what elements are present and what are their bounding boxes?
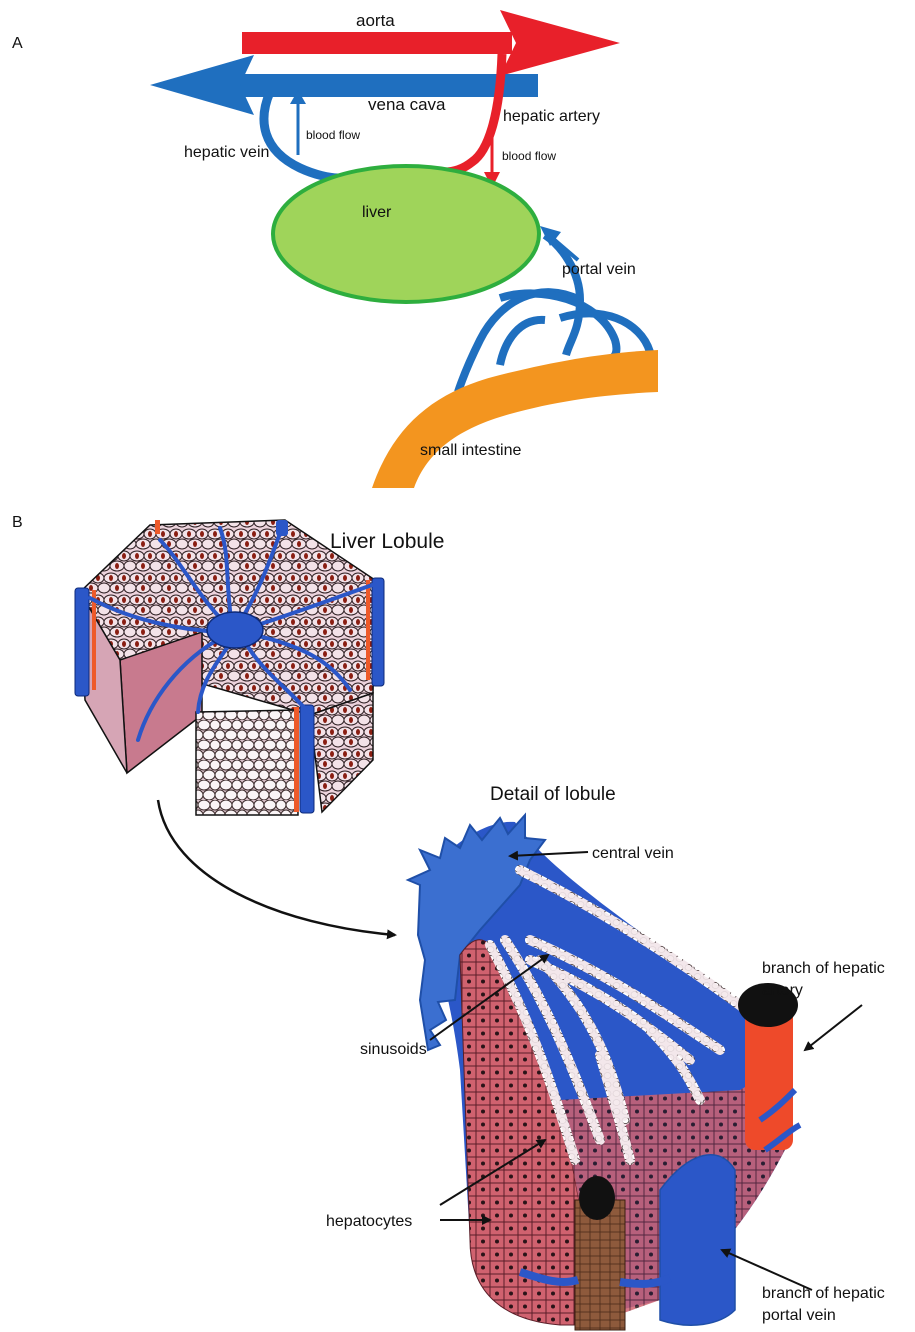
liver-label: liver: [362, 204, 392, 221]
hepatocytes-label: hepatocytes: [326, 1213, 412, 1230]
blood-flow-right-label: blood flow: [502, 149, 556, 163]
lobule-central-vein: [207, 612, 263, 648]
lobule-portal-vessel: [75, 588, 89, 696]
lobule-cut-cube: [196, 710, 298, 815]
portal-vein-branch-label-line2: portal vein: [762, 1307, 836, 1324]
vena-cava-arrow: [150, 55, 538, 115]
portal-vein-label: portal vein: [562, 261, 636, 278]
panel-a-letter: A: [12, 35, 23, 52]
detail-of-lobule-title: Detail of lobule: [490, 784, 616, 805]
liver-lobule-title: Liver Lobule: [330, 530, 444, 553]
hepatic-artery-branch-label-line1: branch of hepatic: [762, 960, 885, 977]
blood-flow-up-arrow: [290, 90, 306, 155]
portal-vein-branch-label-line1: branch of hepatic: [762, 1285, 885, 1302]
portal-vein-arrow: [540, 226, 578, 260]
central-vein-label: central vein: [592, 845, 674, 862]
liver-lobule-illustration: [75, 520, 384, 815]
small-intestine-shape: [372, 350, 658, 488]
small-intestine-label: small intestine: [420, 442, 521, 459]
zoom-connector-arrow: [158, 800, 395, 935]
vena-cava-label: vena cava: [368, 95, 446, 114]
sinusoids-label: sinusoids: [360, 1041, 427, 1058]
panel-b-letter: B: [12, 514, 23, 531]
liver-shape: [273, 166, 539, 302]
lobule-detail-illustration: [408, 815, 800, 1330]
lobule-portal-vessel: [300, 705, 314, 813]
aorta-label: aorta: [356, 11, 395, 30]
aorta-arrow: [242, 10, 620, 76]
blood-flow-left-label: blood flow: [306, 128, 360, 142]
hepatic-artery-branch-pointer: [805, 1005, 862, 1050]
hepatic-vein-label: hepatic vein: [184, 144, 269, 161]
hepatic-artery-branch: [738, 983, 800, 1150]
lobule-portal-vessel: [372, 578, 384, 686]
hepatic-artery-label: hepatic artery: [503, 108, 600, 125]
hepatic-artery-branch-label-line2: artery: [762, 982, 803, 999]
